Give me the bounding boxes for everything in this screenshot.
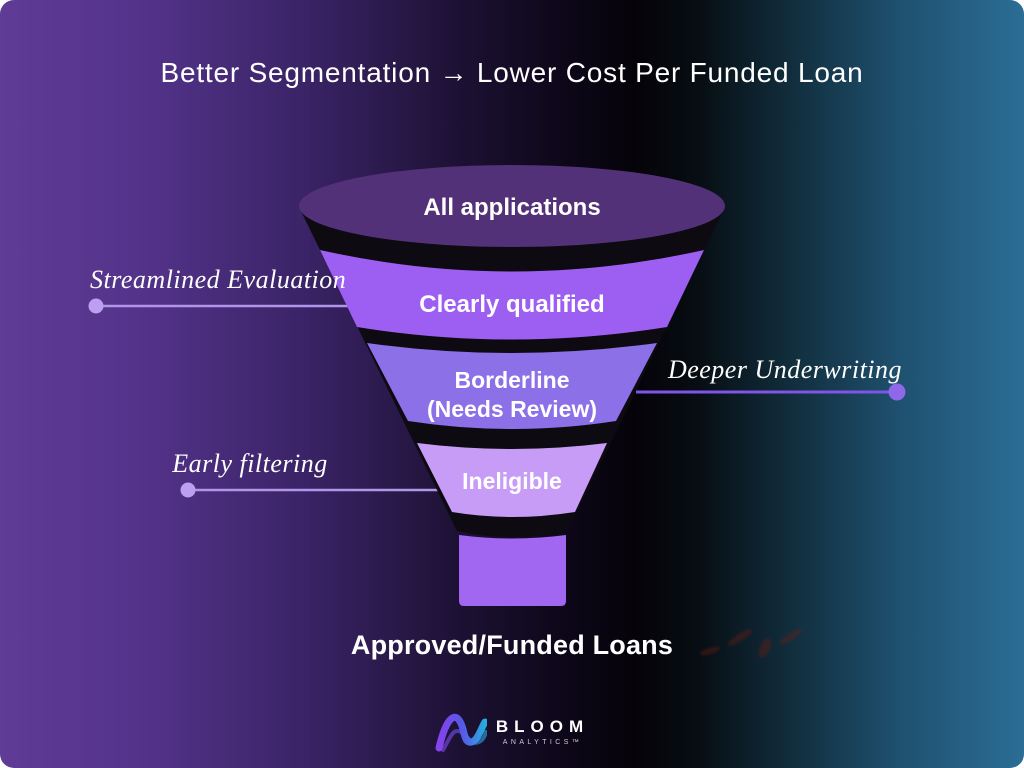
outcome-label: Approved/Funded Loans	[350, 630, 674, 660]
stage-label-ineligible: Ineligible	[462, 468, 562, 494]
annotation-streamlined-evaluation: Streamlined Evaluation	[90, 265, 347, 294]
logo-wave-icon	[435, 713, 487, 752]
stage-label-clearly-qualified: Clearly qualified	[419, 291, 604, 318]
connector-streamlined-evaluation	[88, 298, 348, 314]
funnel-stage-clearly-qualified	[320, 250, 704, 340]
brand-logo: BLOOM ANALYTICS™	[0, 706, 1024, 758]
connector-dot-streamlined	[88, 298, 104, 314]
logo-brand-subtitle: ANALYTICS™	[502, 738, 583, 746]
logo-text: BLOOM ANALYTICS™	[495, 716, 590, 747]
funnel-stage-ineligible	[417, 443, 607, 517]
stage-label-borderline-line1: Borderline	[454, 367, 569, 393]
annotation-early-filtering: Early filtering	[172, 449, 328, 478]
connector-early-filtering	[180, 482, 438, 498]
logo-brand-name: BLOOM	[495, 716, 590, 736]
logo-wave-stroke-echo	[440, 729, 487, 752]
connector-dot-early	[180, 482, 196, 498]
funnel-stage-borderline	[367, 343, 657, 429]
funnel-stage-all-applications	[299, 165, 725, 247]
page-title: Better Segmentation → Lower Cost Per Fun…	[160, 57, 864, 88]
funnel-spout	[459, 535, 566, 606]
connector-deeper-underwriting	[636, 383, 906, 401]
stage-label-all-applications: All applications	[423, 194, 600, 221]
connector-dot-deeper	[888, 383, 906, 401]
annotation-deeper-underwriting: Deeper Underwriting	[667, 355, 903, 384]
stage-label-borderline-line2: (Needs Review)	[427, 396, 597, 422]
